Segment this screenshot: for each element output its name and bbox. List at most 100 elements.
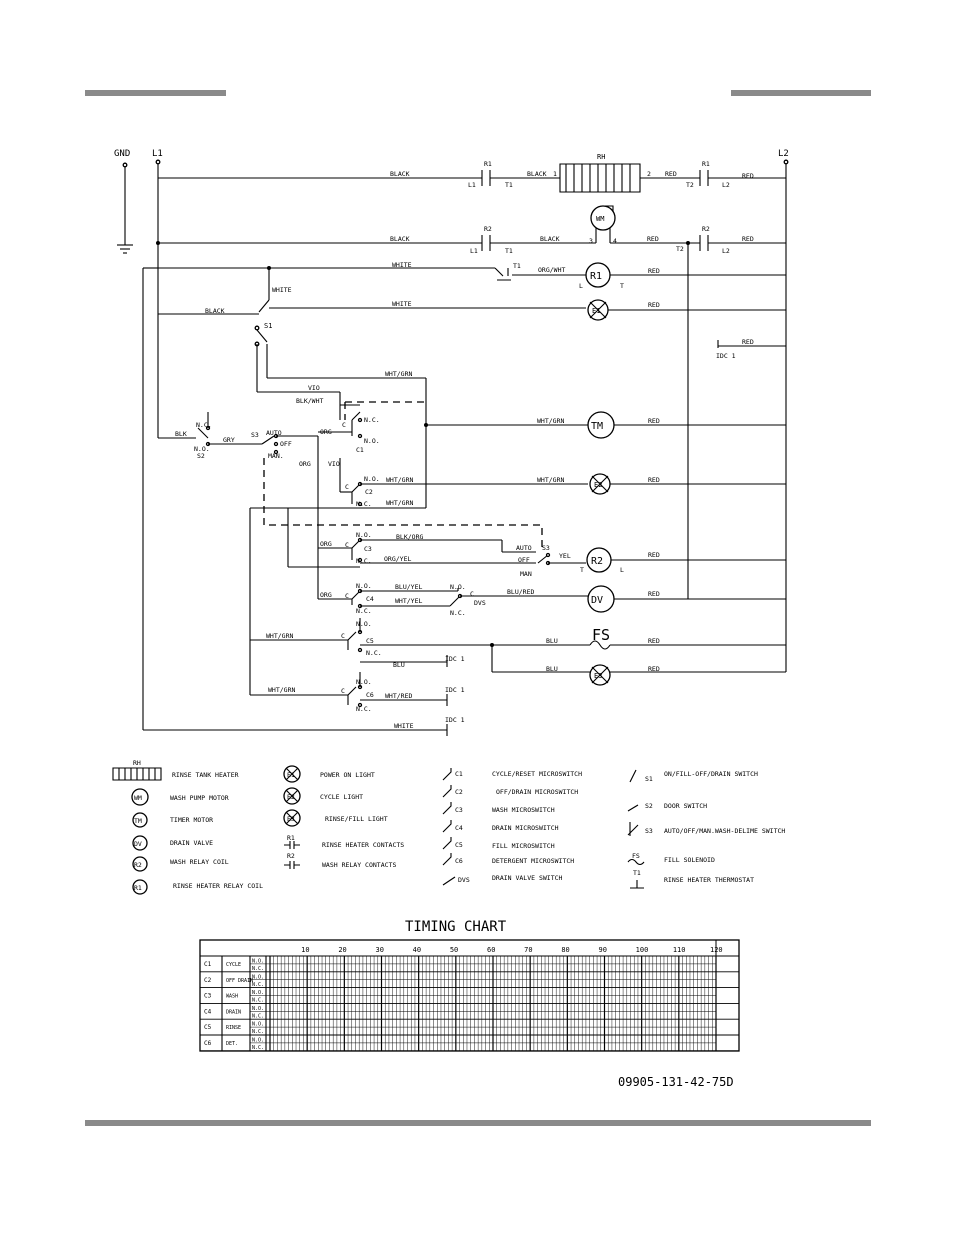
t1-terminal: T1 bbox=[505, 181, 513, 189]
wire-red-6: RED bbox=[648, 301, 660, 309]
legend-e2-symbol: E2 bbox=[287, 793, 295, 801]
terminal-1: 1 bbox=[553, 170, 557, 178]
legend-drain-valve-switch: DRAIN VALVE SWITCH bbox=[492, 874, 563, 882]
wire-org-wht: ORG/WHT bbox=[538, 266, 565, 274]
t1-thermo-label: T1 bbox=[513, 262, 521, 270]
wire-black-4: BLACK bbox=[540, 235, 560, 243]
timing-tick-label: 10 bbox=[301, 946, 309, 954]
timing-tick-label: 90 bbox=[599, 946, 607, 954]
wire-blu-3: BLU bbox=[546, 665, 558, 673]
legend-wash-relay-contacts: WASH RELAY CONTACTS bbox=[322, 861, 396, 869]
legend-fs-symbol: FS bbox=[632, 852, 640, 860]
legend-cycle-light: CYCLE LIGHT bbox=[320, 793, 363, 801]
drawing-number: 09905-131-42-75D bbox=[618, 1075, 734, 1089]
timing-chart: 102030405060708090100110120 C1CYCLEN.O.N… bbox=[199, 939, 740, 1052]
c4-c: C bbox=[345, 592, 349, 600]
s3-label: S3 bbox=[251, 431, 259, 439]
wire-wht-red: WHT/RED bbox=[385, 692, 412, 700]
legend-wash-relay-coil: WASH RELAY COIL bbox=[170, 858, 229, 866]
legend-c2-symbol: C2 bbox=[455, 788, 463, 796]
wire-vio-1: VIO bbox=[308, 384, 320, 392]
l1-label: L1 bbox=[152, 149, 163, 159]
legend-r2-symbol: R2 bbox=[134, 861, 142, 869]
dvs-label: DVS bbox=[474, 599, 486, 607]
wire-org-yel: ORG/YEL bbox=[384, 555, 411, 563]
legend-e3-symbol: E3 bbox=[287, 815, 295, 823]
wire-wht-grn-6: WHT/GRN bbox=[266, 632, 293, 640]
r2-t-terminal: T bbox=[580, 566, 584, 574]
s2-label: S2 bbox=[197, 452, 205, 460]
c5-c: C bbox=[341, 632, 345, 640]
wire-blu-2: BLU bbox=[546, 637, 558, 645]
rung-wash-motor bbox=[156, 228, 786, 599]
rh-label: RH bbox=[597, 153, 605, 161]
timing-row-no: N.O. bbox=[252, 1038, 264, 1044]
legend-c3-symbol: C3 bbox=[455, 806, 463, 814]
e1-label: E1 bbox=[592, 307, 600, 315]
dashed-link-s3 bbox=[263, 458, 543, 548]
wire-wht-yel: WHT/YEL bbox=[395, 597, 422, 605]
timing-row-no: N.O. bbox=[252, 959, 264, 965]
wire-yel: YEL bbox=[559, 552, 571, 560]
dv-label: DV bbox=[591, 595, 603, 606]
rung-fill-solenoid: FS E3 bbox=[250, 618, 786, 686]
wire-red-2: RED bbox=[742, 172, 754, 180]
timing-row-no: N.O. bbox=[252, 1006, 264, 1012]
dvs-no: N.O. bbox=[450, 583, 466, 591]
wire-gry: GRY bbox=[223, 436, 235, 444]
c4-no: N.O. bbox=[356, 582, 372, 590]
timing-row-name: WASH bbox=[226, 994, 238, 1000]
timing-row-nc: N.C. bbox=[252, 998, 264, 1004]
legend-wash-pump-motor: WASH PUMP MOTOR bbox=[170, 794, 229, 802]
r1-contact-label: R1 bbox=[484, 160, 492, 168]
timing-row-code: C4 bbox=[204, 1008, 212, 1015]
s1-label: S1 bbox=[264, 322, 272, 330]
wire-blu-yel: BLU/YEL bbox=[395, 583, 422, 591]
timing-row-nc: N.C. bbox=[252, 1013, 264, 1019]
legend-s1-symbol: S1 bbox=[645, 775, 653, 783]
c3-label: C3 bbox=[364, 545, 372, 553]
rung-drain-valve: DV bbox=[317, 567, 786, 613]
dvs-c: C bbox=[470, 590, 474, 598]
c1-no: N.O. bbox=[364, 437, 380, 445]
legend-cycle-reset: CYCLE/RESET MICROSWITCH bbox=[492, 770, 582, 778]
legend-rinse-tank-heater: RINSE TANK HEATER bbox=[172, 771, 239, 779]
legend-r1-symbol: R1 bbox=[134, 884, 142, 892]
terminal-3: 3 bbox=[589, 237, 593, 245]
legend-off-drain: OFF/DRAIN MICROSWITCH bbox=[496, 788, 578, 796]
r2-l-terminal: L bbox=[620, 566, 624, 574]
wire-org-4: ORG bbox=[320, 591, 332, 599]
wire-blk-org: BLK/ORG bbox=[396, 533, 423, 541]
legend-timer-motor: TIMER MOTOR bbox=[170, 816, 213, 824]
timing-row-code: C6 bbox=[204, 1040, 212, 1047]
wire-red-12: RED bbox=[648, 665, 660, 673]
wire-red-11: RED bbox=[648, 637, 660, 645]
timing-tick-label: 20 bbox=[338, 946, 346, 954]
timing-tick-label: 30 bbox=[376, 946, 384, 954]
switch-c1 bbox=[318, 404, 363, 439]
rung-timer-motor: TM bbox=[424, 411, 786, 439]
legend-c1-symbol: C1 bbox=[455, 770, 463, 778]
wire-white-1: WHITE bbox=[392, 261, 412, 269]
wire-wht-grn-7: WHT/GRN bbox=[268, 686, 295, 694]
wire-wht-grn-1: WHT/GRN bbox=[385, 370, 412, 378]
r1-coil-label: R1 bbox=[590, 271, 602, 282]
switch-s1 bbox=[254, 325, 427, 508]
legend-s2-symbol: S2 bbox=[645, 802, 653, 810]
wire-wht-grn-4: WHT/GRN bbox=[386, 499, 413, 507]
timing-row-code: C5 bbox=[204, 1024, 212, 1031]
c1-c: C bbox=[342, 421, 346, 429]
idc-label-4: IDC 1 bbox=[445, 716, 465, 724]
legend-dvs-symbol: DVS bbox=[458, 876, 470, 884]
wire-wht-grn-3: WHT/GRN bbox=[386, 476, 413, 484]
wire-black-5: BLACK bbox=[205, 307, 225, 315]
legend-tm-symbol: TM bbox=[134, 817, 142, 825]
s3b-off: OFF bbox=[518, 556, 530, 564]
timing-row-no: N.O. bbox=[252, 1022, 264, 1028]
e2-label: E2 bbox=[594, 481, 602, 489]
wire-red-5: RED bbox=[648, 267, 660, 275]
legend-fill-micro: FILL MICROSWITCH bbox=[492, 842, 555, 850]
wire-blu-1: BLU bbox=[393, 661, 405, 669]
c4-nc: N.C. bbox=[356, 607, 372, 615]
